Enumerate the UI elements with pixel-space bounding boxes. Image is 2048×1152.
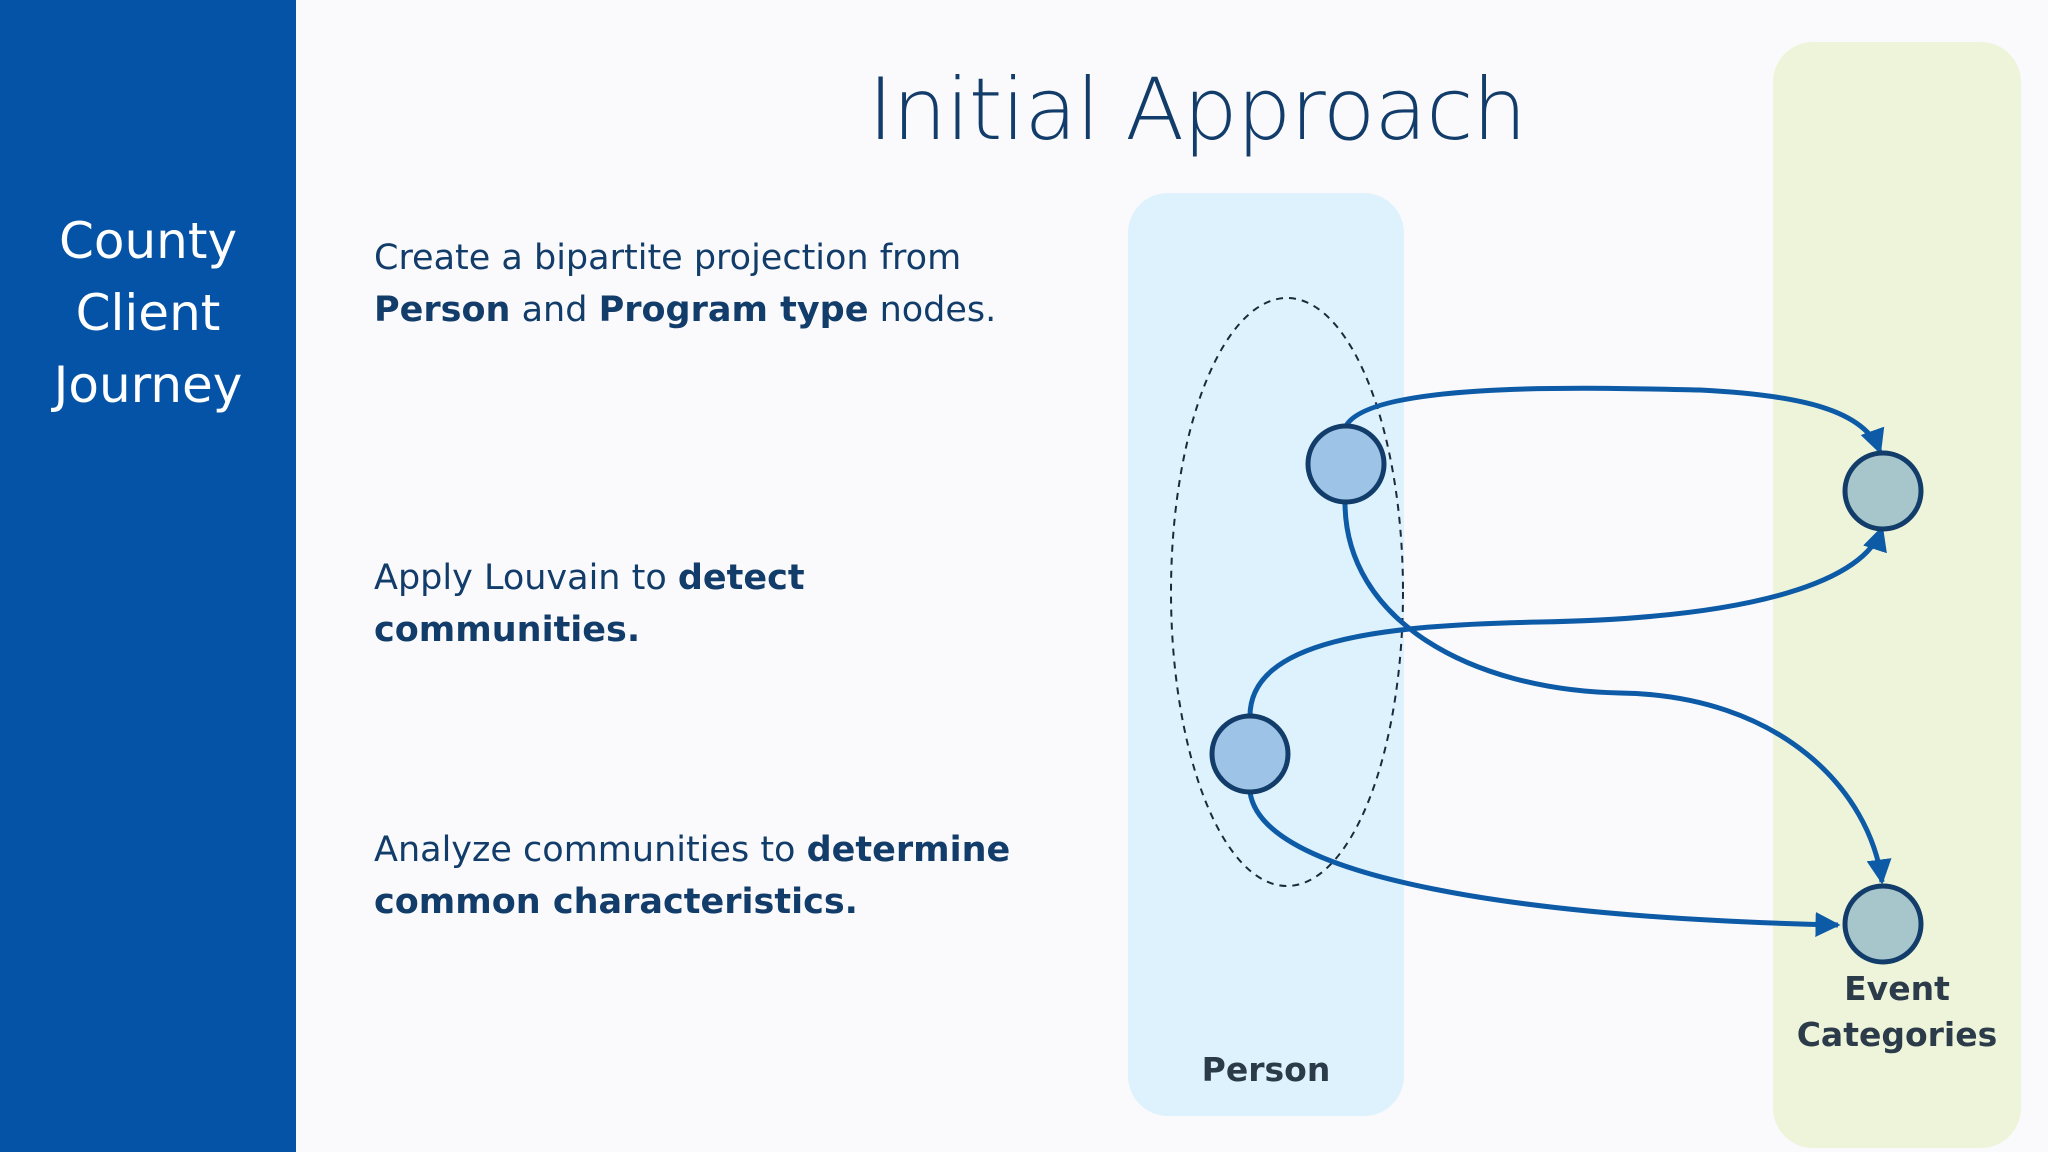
step-2-text: Apply Louvain to [374,558,678,598]
step-1-text: Create a bipartite projection from [374,238,962,278]
event-label-line-2: Categories [1796,1015,1998,1054]
step-1-bold-program-type: Program type [598,290,869,330]
edge-person-1-to-event-1 [1342,385,1885,455]
step-3-text: Analyze communities to [374,830,807,870]
event-categories-label: Event Categories [1782,966,2012,1058]
person-node-2 [1209,713,1291,795]
edge-person-2-to-event-2 [1247,791,1841,937]
edge-person-1-to-event-2 [1342,501,1892,885]
event-label-line-1: Event [1844,969,1950,1008]
step-1-mid: and [510,290,599,330]
step-apply-louvain: Apply Louvain to detect communities. [374,552,834,656]
person-node-1 [1305,423,1387,505]
sidebar-title-line-3: Journey [53,356,243,414]
page-title: Initial Approach [868,60,1527,160]
step-2-bold: detect communities. [374,558,805,650]
event-node-2 [1842,883,1924,965]
sidebar-title: County Client Journey [0,205,296,421]
sidebar-title-line-1: County [58,212,238,270]
step-3-bold: determine common characteristics. [374,830,1011,922]
sidebar-title-line-2: Client [75,284,221,342]
community-outline [1170,297,1404,887]
step-1-bold-person: Person [374,290,511,330]
event-node-1 [1842,450,1924,532]
sidebar: County Client Journey [0,0,296,1152]
event-categories-panel [1773,42,2021,1148]
edge-person-2-to-event-1 [1247,525,1887,719]
step-analyze-communities: Analyze communities to determine common … [374,824,1014,928]
step-1-post: nodes. [868,290,997,330]
step-create-projection: Create a bipartite projection from Perso… [374,232,1034,336]
person-panel [1128,193,1404,1116]
person-label: Person [1201,1050,1331,1089]
